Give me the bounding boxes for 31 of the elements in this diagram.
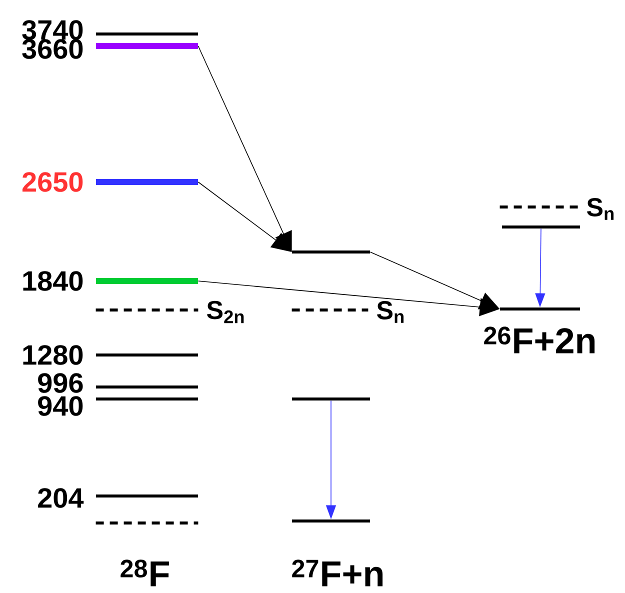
threshold-label: S$_{2n}$ — [206, 300, 244, 324]
energy-level — [96, 278, 198, 284]
energy-level — [96, 32, 198, 36]
energy-level — [292, 250, 370, 254]
energy-level — [96, 522, 198, 524]
energy-label: 3740 — [22, 20, 83, 40]
energy-label: 2650 — [22, 172, 83, 192]
energy-label: 1840 — [23, 271, 83, 291]
energy-level — [96, 179, 198, 185]
energy-level — [500, 206, 578, 208]
threshold-label: S$_{n}$ — [586, 198, 614, 220]
energy-label: 996 — [38, 373, 83, 393]
energy-level — [96, 354, 198, 356]
energy-level — [96, 398, 198, 400]
energy-level — [292, 398, 370, 400]
energy-level — [292, 520, 370, 522]
energy-level — [96, 43, 198, 49]
threshold-label: S$_{n}$ — [376, 301, 404, 323]
energy-label: 1280 — [23, 345, 83, 365]
nucleus-label: $^{27}$F+n — [292, 560, 383, 586]
nucleus-label: $^{28}$F — [120, 560, 169, 586]
energy-level — [292, 308, 368, 312]
energy-label: 204 — [38, 488, 84, 508]
energy-level — [502, 226, 580, 228]
energy-label: 3660 — [22, 39, 83, 59]
energy-level — [96, 308, 198, 312]
nucleus-label: $^{26}$F+2n — [484, 326, 595, 354]
energy-level — [500, 308, 580, 310]
energy-level — [96, 386, 198, 388]
energy-level — [96, 494, 198, 498]
energy-label: 940 — [38, 396, 83, 416]
